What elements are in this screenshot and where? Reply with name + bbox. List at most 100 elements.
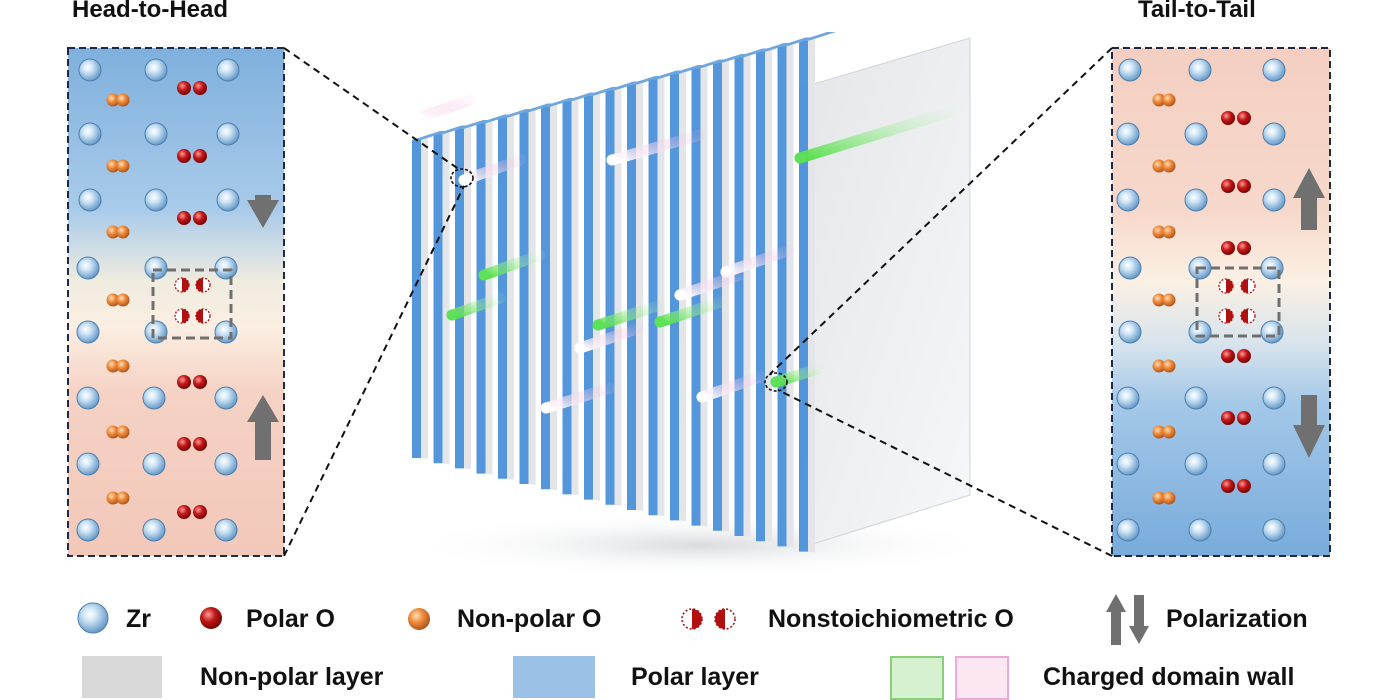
charged-dw-pink-swatch [955,656,1009,700]
nonpolar-layer [528,110,536,485]
polar-layer [541,107,550,490]
nonstoichiometric-o-half [196,278,203,292]
domain-wall-end [412,112,424,124]
polar-o-atom [1221,411,1235,425]
polar-o-atom [1237,179,1251,193]
zoom-line [283,185,465,557]
up-arrow-icon [1293,168,1325,230]
zr-atom [142,452,166,476]
polar-layer [455,129,464,469]
zr-atom [144,58,168,82]
charged-dw-green-swatch [890,656,944,700]
nonpolar-layer [507,116,514,480]
zr-atom [1188,518,1212,542]
charged-domain-wall-pink [574,322,646,354]
tail-to-tail-title: Tail-to-Tail [1138,0,1256,23]
layer-top-edge [412,131,449,140]
zr-atom [1188,58,1212,82]
up-arrow-icon [247,395,279,460]
polarization-legend-icon [1106,594,1149,645]
zr-atom [1188,320,1212,344]
nonstoichiometric-o-legend-label: Nonstoichiometric O [768,605,1014,633]
domain-wall-end [606,154,618,166]
nonpolar-o-atom [116,359,130,373]
polar-o-atom [1221,179,1235,193]
charged-domain-wall-pink [540,382,616,414]
nonstoichiometric-o-legend-icon [681,608,736,630]
zr-atom [1184,452,1208,476]
zr-atom [1262,452,1286,476]
polar-layer [734,57,744,536]
polar-o-atom [177,81,191,95]
head-to-head-frame [67,47,285,557]
nonpolar-o-atom [1162,491,1176,505]
zr-atom [214,320,238,344]
zr-atom [1116,452,1140,476]
zoom-line [769,47,1113,375]
nonpolar-o-atom [116,93,130,107]
nonstoichiometric-o-half [182,278,189,292]
down-arrow-icon [247,195,279,228]
domain-wall-end [654,316,666,328]
polar-o-atom [1237,241,1251,255]
nonpolar-o-atom [1152,293,1166,307]
polar-layer [670,74,679,521]
zr-atom [78,122,102,146]
nonpolar-o-atom [1162,425,1176,439]
nonpolar-layer-legend-label: Non-polar layer [200,663,384,691]
zr-atom [1118,256,1142,280]
layer-stack [412,32,836,553]
polar-layer [756,52,765,542]
domain-wall-end [478,269,490,281]
polar-layer [562,101,572,495]
zr-atom [214,256,238,280]
zr-atom [1262,122,1286,146]
zr-atom [1262,518,1286,542]
polar-o-atom [1221,349,1235,363]
polar-o-atom [193,149,207,163]
polar-o-atom [177,211,191,225]
charged-domain-wall-green [654,296,726,328]
zr-atom [1118,58,1142,82]
polar-o-atom [1221,479,1235,493]
zr-atom [214,452,238,476]
zoom-line [777,389,1113,557]
nonpolar-o-atom [1152,491,1166,505]
nonpolar-o-atom [106,225,120,239]
charged-domain-wall-pink [720,244,796,278]
zr-atom [214,386,238,410]
polar-o-atom [193,81,207,95]
nonpolar-o-atom [1162,159,1176,173]
nonpolar-o-atom [116,293,130,307]
charged-domain-wall-green [592,299,666,331]
zr-atom [144,122,168,146]
charged-domain-wall-green [770,362,826,388]
nonpolar-o-atom [106,93,120,107]
polarization-legend-label: Polarization [1166,605,1308,633]
polar-o-atom [1237,479,1251,493]
polar-o-atom [177,375,191,389]
polar-o-legend-label: Polar O [246,605,335,633]
nonpolar-o-atom [1162,359,1176,373]
zr-atom [144,188,168,212]
zr-legend-icon [77,602,109,634]
charged-dw-legend-label: Charged domain wall [1043,663,1295,691]
nonpolar-layer [786,44,794,548]
domain-wall-end [674,289,686,301]
charged-domain-wall-green [446,292,506,321]
domain-wall-end [458,174,470,186]
domain-wall-end [794,152,806,164]
nonpolar-layer [550,105,557,491]
polar-o-atom [1237,349,1251,363]
polar-layer [433,134,443,464]
polar-o-atom [177,437,191,451]
nonpolar-o-atom [116,425,130,439]
polar-layer-swatch [513,656,595,698]
zr-atom [1262,58,1286,82]
domain-wall-end [696,391,708,403]
head-to-head-zoom-marker [450,168,474,188]
polar-layer [777,46,787,547]
head-to-head-panel [68,48,284,556]
nonpolar-layer [442,132,450,465]
nonstoichiometric-o-half [182,309,189,323]
